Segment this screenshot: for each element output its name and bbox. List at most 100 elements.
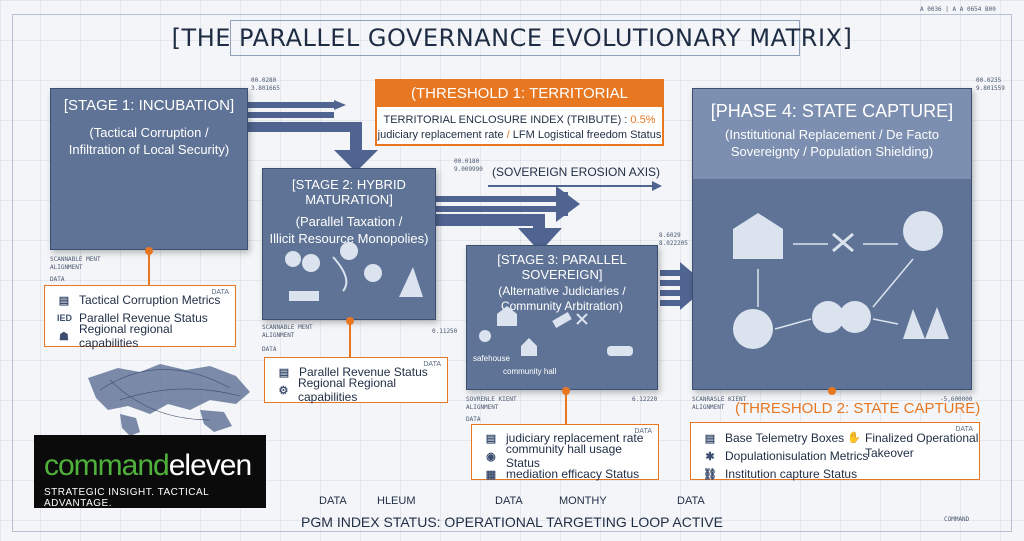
stage-1-connector [148, 252, 150, 286]
stage-2-item-1: ⚙Regional Regional capabilities [278, 376, 397, 404]
title-frame [230, 20, 800, 56]
threshold-1-index: TERRITORIAL ENCLOSURE INDEX (TRIBUTE) : … [383, 114, 656, 126]
road-icon [399, 267, 423, 297]
stage-1-connector-dot [145, 247, 153, 255]
stage-1-title: [STAGE 1: INCUBATION] [63, 97, 235, 114]
document-icon: ▤ [704, 432, 716, 445]
coin-icon [285, 251, 301, 267]
safehouse-label: safehouse [473, 354, 510, 363]
population-icon [903, 307, 949, 339]
arrow-stage2-to-stage3 [436, 186, 580, 252]
threshold-1-title: (THRESHOLD 1: TERRITORIAL ENCLOSURE) [377, 81, 662, 128]
corner-top-right: A 0036 | A A 0654 B00 [920, 6, 996, 13]
gear-icon: ⚙ [278, 384, 289, 397]
cross-icon [576, 313, 588, 325]
handshake-icon [607, 346, 633, 356]
phase-4-data-box: DATA ▤Base Telemetry Boxes ✱Dopulationis… [690, 422, 980, 481]
phase-4-side-value: -5,600000 [940, 396, 973, 403]
status-line: PGM INDEX STATUS: OPERATIONAL TARGETING … [301, 514, 723, 530]
bottom-cell-2: DATA [495, 495, 523, 507]
phase-4-connector-dot [828, 387, 836, 395]
stage-3-panel: [STAGE 3: PARALLEL SOVEREIGN] (Alternati… [466, 245, 658, 390]
document-icon: ▤ [485, 432, 497, 445]
stage-2-panel: [STAGE 2: HYBRID MATURATION] (Parallel T… [262, 168, 436, 320]
stage-3-illustration [479, 306, 633, 356]
erosion-axis-arrow [488, 181, 662, 191]
bottom-cell-3: MONTHY [559, 495, 607, 507]
brand-wordmark: commandeleven [44, 449, 252, 482]
stage-3-side-value: 6.12220 [632, 396, 658, 403]
bottom-cell-1: HLEUM [377, 495, 416, 507]
bottom-cell-4: DATA [677, 495, 705, 507]
corner-bottom-right: COMMAND [944, 516, 970, 523]
eye-icon: ◉ [486, 450, 496, 463]
document-icon: ▤ [58, 294, 70, 307]
stage-2-title: [STAGE 2: HYBRID MATURATION] [292, 177, 406, 207]
stage-3-connector [565, 392, 567, 425]
handshake-icon: ✋ [847, 432, 861, 444]
stage-3-connector-dot [562, 387, 570, 395]
outer-frame [12, 14, 1012, 532]
stage-2-data-label: DATA [262, 346, 277, 353]
phase-4-panel: [PHASE 4: STATE CAPTURE] (Institutional … [692, 88, 972, 390]
cross-icon [832, 232, 854, 253]
world-icon [812, 301, 844, 333]
stage-1-data-label: DATA [50, 276, 65, 283]
stage-1-panel: [STAGE 1: INCUBATION] (Tactical Corrupti… [50, 88, 248, 250]
map-connections [99, 369, 241, 421]
stage-2-data-box: DATA ▤Parallel Revenue Status ⚙Regional … [264, 357, 448, 404]
world-map-graphic [88, 364, 250, 436]
gavel-icon [552, 312, 572, 328]
phase-4-item-0: ▤Base Telemetry Boxes [704, 431, 845, 445]
phase-4-item-1: ✱Dopulationisulation Metrics [691, 447, 979, 465]
location-pin-icon [479, 330, 491, 342]
stage-3-subtitle: (Alternative Judiciaries /Community Arbi… [498, 284, 626, 313]
globe-network-icon [839, 301, 871, 333]
ied-icon: IED [57, 313, 73, 323]
bottom-data-bar: DATA HLEUM DATA MONTHY DATA [282, 495, 740, 513]
erosion-axis-label: (SOVEREIGN EROSION AXIS) [492, 165, 661, 179]
stage-2-side-value: 0.11250 [432, 328, 458, 335]
brand-logo: commandeleven STRATEGIC INSIGHT. TACTICA… [34, 435, 266, 509]
phase-4-item-2: ⛓Institution capture Status [703, 467, 858, 481]
arrow-stage1-to-stage2 [248, 100, 378, 172]
home-icon [497, 306, 517, 326]
people-icon: ☗ [59, 330, 69, 343]
globe-icon [733, 309, 773, 349]
page-title: [THE PARALLEL GOVERNANCE EVOLUTIONARY MA… [171, 24, 853, 52]
stage-1-item-0: ▤Tactical Corruption Metrics [58, 293, 221, 307]
money-bag-icon [340, 242, 358, 260]
building-icon: ▦ [485, 468, 497, 481]
threshold-1-box: (THRESHOLD 1: TERRITORIAL ENCLOSURE) TER… [375, 79, 664, 146]
stage-2-item-0: ▤Parallel Revenue Status [278, 365, 428, 379]
institution-icon [733, 213, 783, 259]
bottom-cell-0: DATA [319, 495, 347, 507]
document-icon: ▤ [278, 366, 290, 379]
link-icon: ⛓ [703, 468, 717, 481]
brand-tagline: STRATEGIC INSIGHT. TACTICAL ADVANTAGE. [44, 487, 209, 509]
stage-1-subtitle: (Tactical Corruption /Infiltration of Lo… [68, 125, 230, 157]
stage-1-item-2: ☗Regional regional capabilities [45, 322, 235, 350]
stage-3-title: [STAGE 3: PARALLEL SOVEREIGN] [497, 252, 627, 282]
phase-4-header [693, 89, 971, 179]
network-icon: ✱ [705, 450, 715, 463]
dollar-icon [364, 264, 382, 282]
stage-3-data-label: DATA [466, 416, 481, 423]
stage-3-data-box: DATA ▤judiciary replacement rate ◉commun… [471, 424, 659, 481]
threshold-1-metrics: judiciary replacement rate / LFM Logisti… [377, 129, 662, 141]
bitcoin-icon [302, 254, 320, 272]
community-hall-icon [521, 338, 537, 356]
phase-4-illustration [733, 211, 949, 349]
state-seal-icon [903, 211, 943, 251]
